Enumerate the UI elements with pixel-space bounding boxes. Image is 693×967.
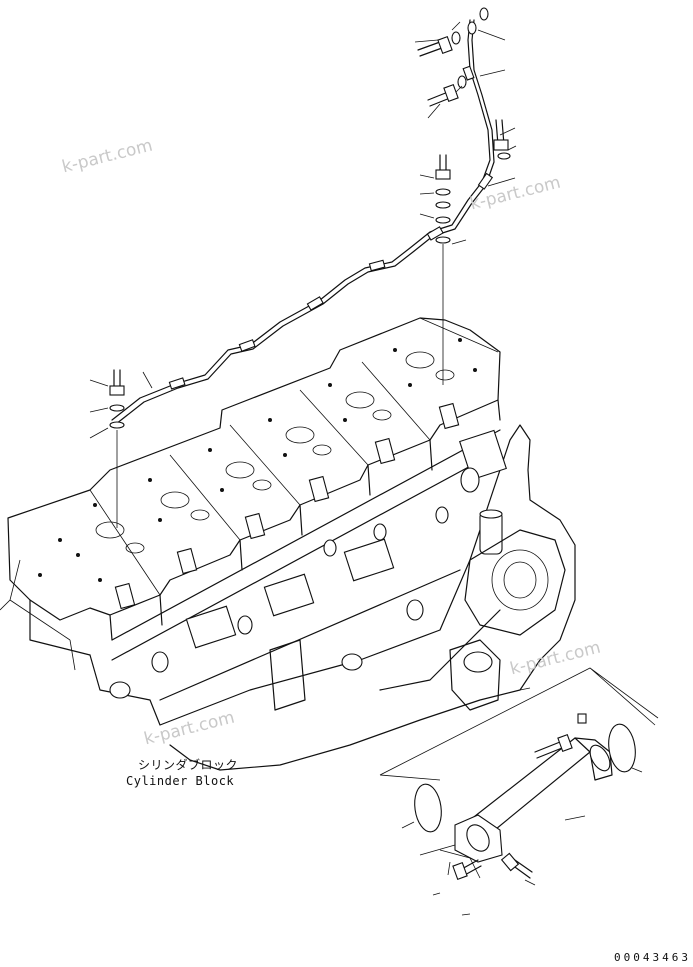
cylinder-head [7,317,501,656]
bolt-left-stack [109,369,125,429]
bolt-mid-right [493,119,511,160]
leader-lines [89,21,517,528]
water-housing [449,509,566,711]
cylinder-block-label-jp: シリンダブロック [138,758,239,772]
washer-top-2 [467,21,477,35]
washer-top-1 [451,31,461,45]
water-pipe-assembly [379,667,659,916]
cylinder-block-outline [0,424,576,771]
bolt-top-2 [427,75,467,107]
nut-top [479,7,489,21]
oil-tube [111,19,495,425]
document-number: 00043463 [614,951,691,964]
bolt-top-1 [417,36,453,57]
bolt-upper-stack [435,154,451,244]
cylinder-block-label-en: Cylinder Block [126,774,235,788]
